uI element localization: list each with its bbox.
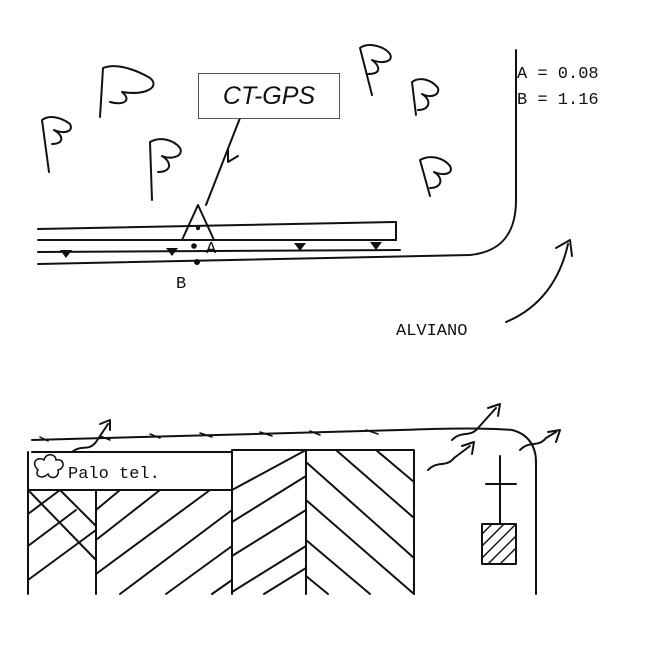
shrub-icon bbox=[71, 419, 111, 453]
tree-flag-icon bbox=[99, 65, 155, 118]
shrub-icon bbox=[427, 441, 475, 471]
shrub-icon bbox=[519, 429, 561, 451]
road bbox=[37, 49, 517, 265]
reading-b: B = 1.16 bbox=[517, 91, 599, 110]
point-b-dot bbox=[194, 259, 200, 265]
point-b-label: B bbox=[176, 275, 186, 294]
tree-flag-icon bbox=[419, 156, 452, 197]
place-name: ALVIANO bbox=[396, 322, 467, 341]
triangle-marker-icon bbox=[181, 204, 215, 241]
cross-icon bbox=[485, 455, 517, 525]
tree-flag-icon bbox=[149, 138, 182, 201]
station-leader-arrow bbox=[205, 117, 241, 206]
point-a-dot bbox=[191, 243, 197, 249]
reading-a: A = 0.08 bbox=[517, 65, 599, 84]
point-a-label: A bbox=[206, 240, 217, 259]
hatched-square bbox=[481, 523, 517, 565]
tree-flag-icon bbox=[41, 116, 72, 173]
tree-flag-icon bbox=[359, 44, 392, 96]
pole-label: Palo tel. bbox=[68, 465, 160, 484]
shrub-icon bbox=[451, 403, 501, 441]
bush-icon bbox=[33, 454, 64, 479]
direction-arrow bbox=[505, 239, 573, 323]
tree-flag-icon bbox=[411, 78, 440, 116]
hatched-field-right bbox=[305, 449, 415, 595]
pole-label-box bbox=[27, 451, 233, 491]
bottom-road bbox=[31, 427, 537, 595]
station-label: CT-GPS bbox=[198, 73, 340, 119]
hatched-field-left bbox=[27, 449, 307, 595]
